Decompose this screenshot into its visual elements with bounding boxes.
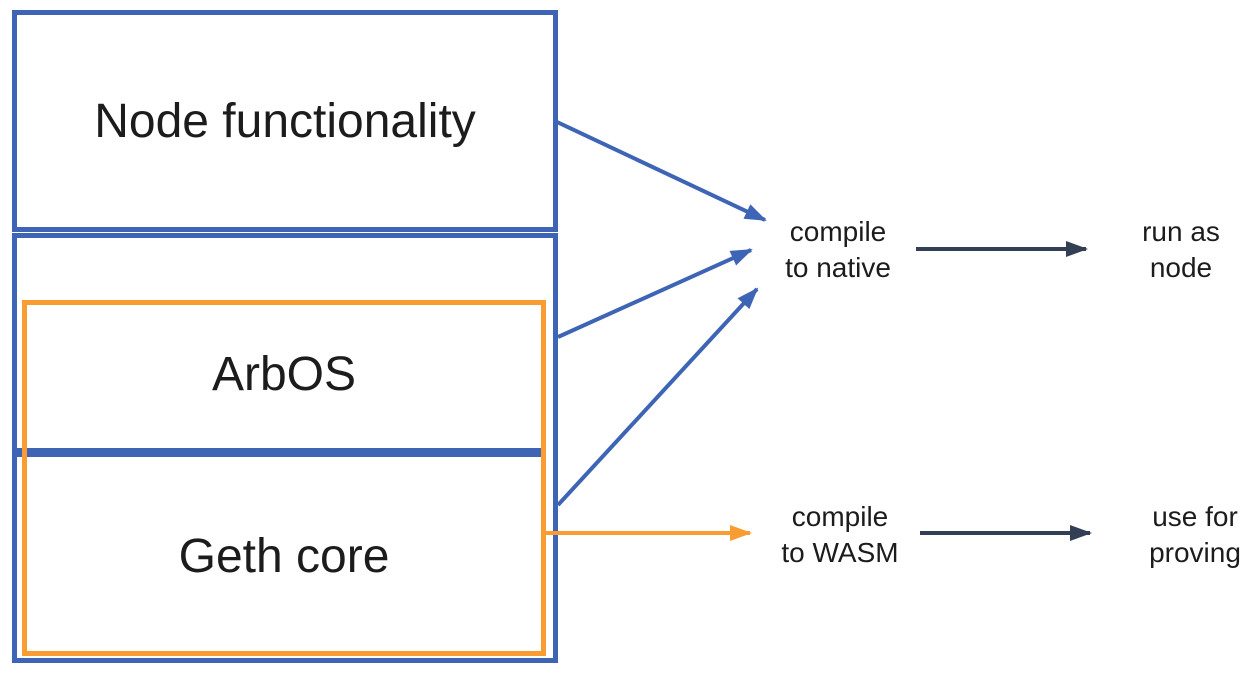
run-as-node-line1: run as [1142, 216, 1220, 247]
use-for-proving-label: use for proving [1110, 499, 1260, 571]
use-for-proving-line1: use for [1152, 501, 1238, 532]
compile-to-wasm-label: compile to WASM [755, 499, 925, 571]
compile-to-native-line2: to native [785, 252, 891, 283]
node-functionality-label: Node functionality [94, 94, 476, 148]
compile-to-native-label: compile to native [753, 214, 923, 286]
compile-to-wasm-line2: to WASM [781, 537, 899, 568]
arrow-node-to-compile-native [556, 120, 767, 222]
use-for-proving-line2: proving [1149, 537, 1241, 568]
arbos-geth-divider [12, 448, 543, 457]
run-as-node-label: run as node [1096, 214, 1260, 286]
arrow-geth-to-compile-native [556, 287, 759, 507]
geth-core-box: Geth core [22, 457, 546, 656]
geth-core-label: Geth core [178, 530, 390, 583]
compile-to-native-line1: compile [789, 216, 887, 247]
arrow-arbos-to-compile-native [557, 248, 753, 339]
arbos-box: ArbOS [22, 300, 546, 448]
arbos-label: ArbOS [211, 347, 357, 401]
compile-to-wasm-line1: compile [791, 501, 889, 532]
wasm-compilable-outline-box [22, 300, 546, 656]
run-as-node-line2: node [1149, 252, 1213, 283]
node-functionality-box: Node functionality [12, 10, 558, 232]
